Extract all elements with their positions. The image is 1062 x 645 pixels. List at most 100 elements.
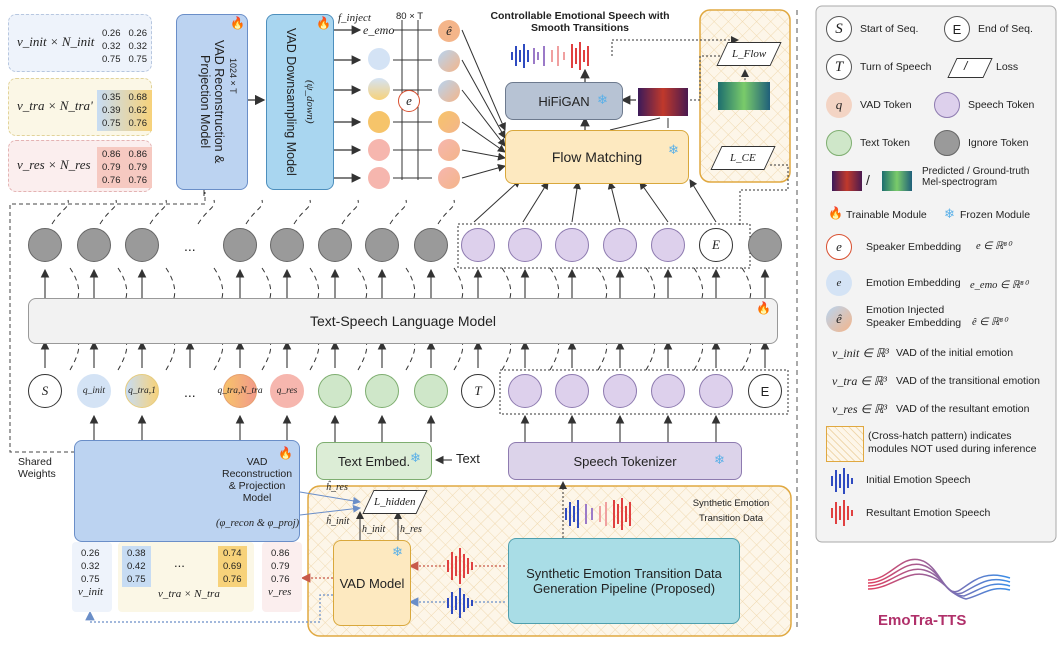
legend-mel: Predicted / Ground-truth Mel-spectrogram [922,166,1030,188]
snowflake-icon: ❄ [668,142,679,157]
synthetic-data-label: Synthetic Emotion Transition Data [692,498,770,525]
speech-tokenizer-label: Speech Tokenizer [573,453,677,469]
token-ellipsis: ... [184,238,196,254]
legend-initial-speech: Initial Emotion Speech [866,474,971,486]
matrix-row: 0.75 [124,574,149,585]
dim-label: 1024 × T [228,58,238,94]
ignore-token-icon [934,130,960,156]
vad-model: VAD Model [333,540,411,626]
matrix-cell: 0.75 [128,54,148,65]
matrix-cell: 0.69 [223,561,242,572]
matrix-row: 0.32 [78,561,103,572]
matrix-row: 0.86 0.86 [99,149,150,160]
emotion-embedding-circle [368,78,390,100]
matrix-cell: 0.75 [127,574,146,585]
output-speech-token [508,228,542,262]
matrix-cell: 0.74 [223,548,242,559]
text-token [414,374,448,408]
h-res2-label: h_res [400,524,422,535]
h-init-label: ĥ_init [326,516,350,527]
matrix-cell: 0.26 [128,28,148,39]
text-embed-module: Text Embed. [316,442,432,480]
matrix-cell: 0.76 [223,574,242,585]
hifigan-module: HiFiGAN [505,82,623,120]
output-end-token: E [699,228,733,262]
legend-trainable: Trainable Module [846,209,927,221]
bottom-vector-init-label: v_init [78,586,104,598]
matrix-cell: 0.79 [102,162,121,173]
matrix-row: 0.38 [124,548,149,559]
output-ignore-token [414,228,448,262]
input-speech-token [651,374,685,408]
e-emo-label: e_emo [363,23,395,37]
text-embed-label: Text Embed. [337,453,411,469]
hifigan-label: HiFiGAN [538,93,590,109]
injected-embedding-circle: ê [438,20,460,42]
shared-weights-label: Shared Weights [18,456,56,481]
matrix-cell: 0.76 [128,118,148,129]
matrix-row: 0.75 [78,574,103,585]
token-ellipsis: ... [184,384,196,400]
output-ignore-token [270,228,304,262]
emotion-embedding-circle [368,139,390,161]
vad-recon-top-label: VAD Reconstruction & Projection Model [198,40,226,164]
matrix-cell: 0.86 [128,149,148,160]
hatch-icon [826,426,864,462]
speaker-embedding-icon: e [826,234,852,260]
flow-matching-label: Flow Matching [551,149,643,165]
end-token-icon: E [944,16,970,42]
matrix-cell: 0.39 [102,105,121,116]
loss-hidden: L_hidden [362,490,428,514]
legend-end: End of Seq. [978,23,1033,35]
matrix-row: 0.79 0.79 [99,162,150,173]
speech-token-icon [934,92,960,118]
output-ignore-token [223,228,257,262]
vad-token-icon: q [826,92,852,118]
matrix-row: 0.75 0.76 [99,118,150,129]
legend-v-res: v_res ∈ ℝ³ [832,402,888,416]
output-ignore-token [125,228,159,262]
legend-turn: Turn of Speech [860,61,932,73]
matrix-cell: 0.62 [128,105,148,116]
matrix-cell: 0.79 [128,162,148,173]
matrix-row: 0.39 0.62 [99,105,150,116]
vad-res-label: v_res × N_res [17,157,91,172]
bottom-vector-res-label: v_res [268,586,292,598]
matrix-cell: 0.86 [102,149,121,160]
vad-downsampling-label: VAD Downsampling Model [284,28,298,176]
legend-v-tra: v_tra ∈ ℝ³ [832,374,887,388]
vad-downsampling-module: VAD Downsampling Model (ψ_down) [266,14,334,190]
matrix-row: 0.76 [268,574,293,585]
matrix-row: 0.74 [220,548,245,559]
text-token-icon [826,130,852,156]
vad-recon-bottom-label: VAD Reconstruction & Projection Model [222,456,293,505]
vad-token-tra: q_tra,1 [125,374,159,408]
matrix-cell: 0.75 [102,118,121,129]
output-speech-token [651,228,685,262]
injected-embedding-circle [438,111,460,133]
emotion-embedding-icon: e [826,270,852,296]
vad-init-label: v_init × N_init [17,34,95,49]
text-token [318,374,352,408]
matrix-cell: 0.35 [102,92,121,103]
pipeline-label: Synthetic Emotion Transition Data Genera… [526,566,722,596]
legend-v-init-desc: VAD of the initial emotion [896,347,1014,359]
injected-embedding-circle [438,80,460,102]
speech-tokenizer-module: Speech Tokenizer [508,442,742,480]
loss-hidden-label: L_hidden [374,496,416,508]
matrix-cell: 0.26 [102,28,121,39]
legend-v-tra-desc: VAD of the transitional emotion [896,375,1040,387]
fire-icon: 🔥 [316,16,331,30]
start-token-icon: S [826,16,852,42]
legend-text-token: Text Token [860,137,911,149]
pipeline-module: Synthetic Emotion Transition Data Genera… [508,538,740,624]
input-speech-token [508,374,542,408]
logo-text: EmoTra-TTS [878,612,967,629]
